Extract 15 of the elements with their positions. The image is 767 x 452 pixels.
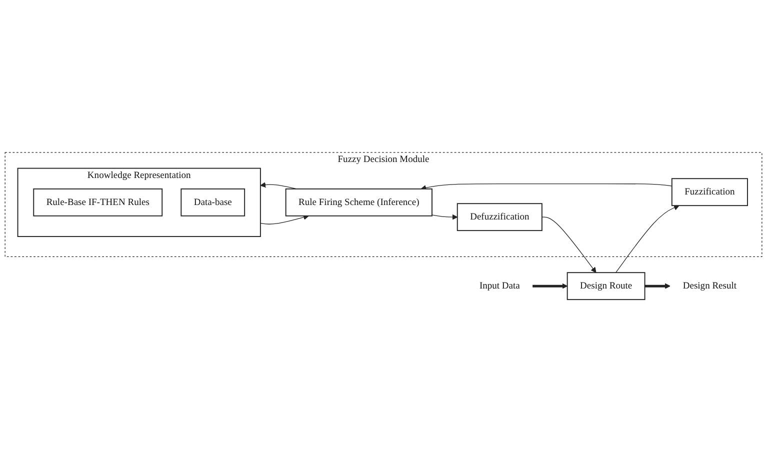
arrow — [532, 283, 568, 289]
arrow — [420, 183, 672, 191]
arrow — [432, 214, 458, 220]
arrow — [260, 214, 309, 224]
node-text: Design Result — [682, 280, 737, 291]
node-box: Fuzzification — [671, 178, 748, 206]
arrow — [616, 205, 680, 273]
node-box: Defuzzification — [456, 203, 542, 232]
arrow — [644, 283, 670, 289]
node-box: Data-base — [180, 188, 246, 216]
node-text: Input Data — [479, 280, 520, 291]
node-box: Rule Firing Scheme (Inference) — [285, 188, 432, 216]
node-box: Design Route — [566, 272, 646, 300]
arrow — [542, 216, 596, 273]
node-box: Rule-Base IF-THEN Rules — [33, 188, 163, 216]
